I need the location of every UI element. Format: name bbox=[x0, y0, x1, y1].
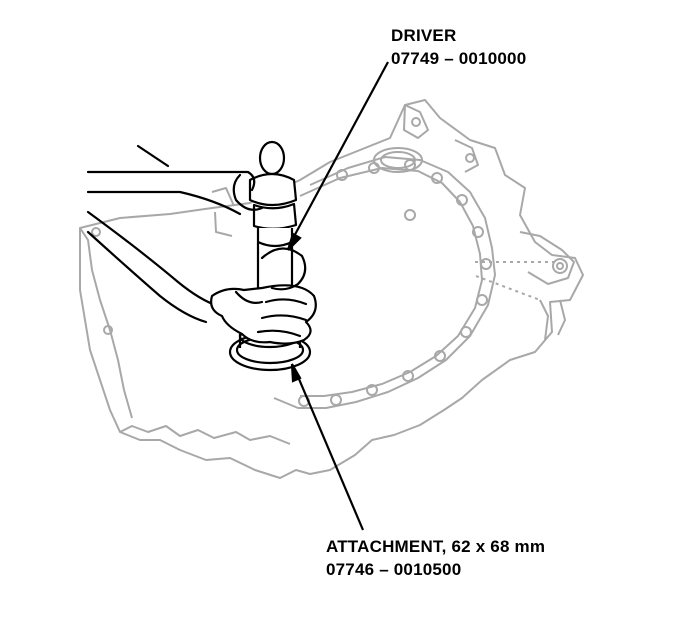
driver-callout: DRIVER 07749 – 0010000 bbox=[391, 24, 526, 70]
attachment-leader-arrowhead bbox=[290, 363, 302, 383]
driver-leader-line bbox=[290, 61, 389, 243]
driver-label: DRIVER bbox=[391, 26, 457, 45]
driver-leader-arrowhead bbox=[286, 232, 302, 251]
driver-part-number: 07749 – 0010000 bbox=[391, 49, 527, 68]
attachment-part-number: 07746 – 0010500 bbox=[326, 560, 462, 579]
hand-holding-driver bbox=[86, 210, 317, 345]
leader-lines bbox=[286, 61, 389, 531]
attachment-leader-line bbox=[294, 371, 365, 531]
hand-with-hammer bbox=[86, 144, 264, 216]
transmission-housing bbox=[79, 99, 584, 479]
attachment-label: ATTACHMENT, 62 x 68 mm bbox=[326, 537, 546, 556]
attachment-callout: ATTACHMENT, 62 x 68 mm 07746 – 0010500 bbox=[326, 535, 545, 581]
